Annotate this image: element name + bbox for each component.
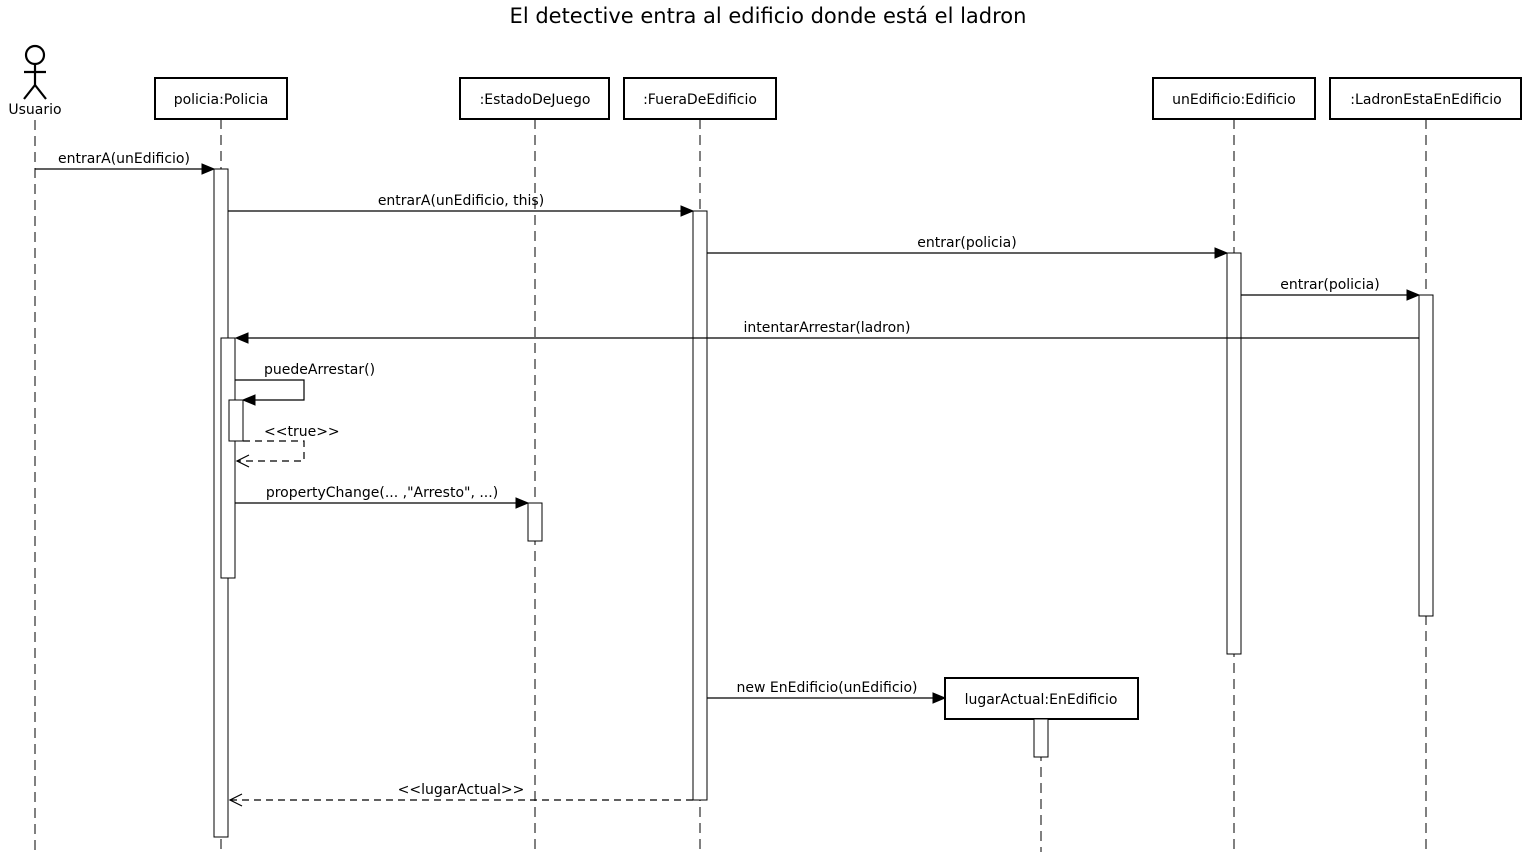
message-intentarArrestar-label: intentarArrestar(ladron) xyxy=(744,320,911,336)
activation-ladron xyxy=(1418,294,1434,617)
message-entrar-ladron: entrar(policia) xyxy=(1241,277,1421,301)
message-entrar-ladron-label: entrar(policia) xyxy=(1280,277,1379,293)
participant-usuario-label: Usuario xyxy=(8,102,61,118)
participant-ladron-label: :LadronEstaEnEdificio xyxy=(1350,92,1501,108)
participant-lugar: lugarActual:EnEdificio xyxy=(944,677,1139,720)
participant-edificio: unEdificio:Edificio xyxy=(1152,77,1316,120)
message-true-return: <<true>> xyxy=(235,424,340,468)
participant-edificio-label: unEdificio:Edificio xyxy=(1172,92,1296,108)
activation-edificio xyxy=(1226,252,1242,655)
participant-estado-label: :EstadoDeJuego xyxy=(480,92,591,108)
participant-policia: policia:Policia xyxy=(154,77,288,120)
participant-fuera: :FueraDeEdificio xyxy=(623,77,777,120)
participant-policia-label: policia:Policia xyxy=(174,92,269,108)
activation-policia-nested xyxy=(220,337,236,579)
activation-lugar xyxy=(1033,718,1049,758)
message-puedeArrestar-label: puedeArrestar() xyxy=(264,362,375,378)
message-true-label: <<true>> xyxy=(264,424,340,440)
message-lugarActual-return: <<lugarActual>> xyxy=(228,782,693,807)
message-entrarA-this-label: entrarA(unEdificio, this) xyxy=(378,193,544,209)
participant-ladron: :LadronEstaEnEdificio xyxy=(1329,77,1522,120)
message-intentarArrestar: intentarArrestar(ladron) xyxy=(234,320,1419,344)
message-lugarActual-label: <<lugarActual>> xyxy=(398,782,525,798)
message-entrarA-this: entrarA(unEdificio, this) xyxy=(228,193,695,217)
participant-fuera-label: :FueraDeEdificio xyxy=(643,92,757,108)
message-new-EnEdificio: new EnEdificio(unEdificio) xyxy=(707,680,947,704)
message-entrar-edificio-label: entrar(policia) xyxy=(917,235,1016,251)
message-entrarA: entrarA(unEdificio) xyxy=(35,151,216,175)
participant-lugar-label: lugarActual:EnEdificio xyxy=(965,692,1118,708)
message-entrarA-label: entrarA(unEdificio) xyxy=(58,151,190,167)
message-puedeArrestar: puedeArrestar() xyxy=(235,362,375,406)
activation-fuera xyxy=(692,210,708,801)
message-propertyChange-label: propertyChange(... ,"Arresto", ...) xyxy=(266,485,498,501)
message-entrar-edificio: entrar(policia) xyxy=(707,235,1229,259)
diagram-title: El detective entra al edificio donde est… xyxy=(510,4,1027,28)
actor-icon xyxy=(23,44,47,100)
message-new-EnEdificio-label: new EnEdificio(unEdificio) xyxy=(737,680,918,696)
activation-estado xyxy=(527,502,543,542)
activation-policia-self xyxy=(228,399,244,442)
participant-estado: :EstadoDeJuego xyxy=(459,77,610,120)
message-propertyChange: propertyChange(... ,"Arresto", ...) xyxy=(235,485,530,509)
